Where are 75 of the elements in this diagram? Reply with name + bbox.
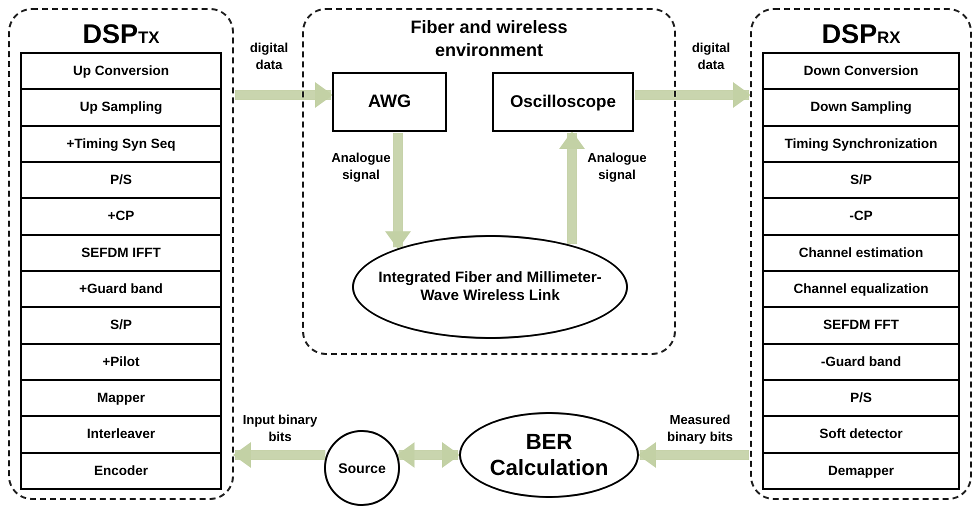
node-label: Down Conversion [804,63,918,80]
edge-label: Measured binary bits [666,412,734,446]
block-arrow [396,442,460,468]
node-label: -CP [849,208,873,225]
node-label: Up Conversion [72,63,169,80]
process-box [20,161,222,200]
process-box [762,415,960,454]
node-label: +Pilot [102,354,140,370]
process-box [20,379,222,418]
process-box [20,270,222,308]
node-label: P/S [850,390,872,406]
process-box [762,52,960,90]
edge-label: Input binary bits [242,412,318,446]
process-box [762,88,960,127]
block-arrow [233,442,326,468]
process-box [762,197,960,236]
dashed-group-box [302,8,676,355]
process-box [762,342,960,381]
process-box [20,124,222,163]
process-box [762,306,960,345]
edge-label: Analogue signal [586,150,648,184]
node-label: Soft detector [819,426,903,443]
node-label: Mapper [96,390,145,406]
process-box [20,52,222,90]
node-label: Down Sampling [810,99,912,116]
node-label: SEFDM IFFT [81,244,161,261]
process-box [762,452,960,490]
node-label: SEFDM FFT [823,317,899,334]
process-box [20,306,222,345]
block-arrow [559,131,585,244]
node-label: Interleaver [86,426,156,443]
edge-label: digital data [690,40,732,74]
process-box [492,72,634,132]
process-box [762,161,960,200]
process-box [20,88,222,127]
process-box [762,124,960,163]
node-label: Channel estimation [798,244,924,261]
process-box [20,234,222,272]
node-label: P/S [110,172,132,188]
block-arrow [635,82,751,108]
group-title: Fiber and wireless environment [409,16,569,61]
ellipse-node [459,412,639,498]
process-box [762,270,960,308]
node-label: AWG [368,91,411,113]
node-label: +Guard band [79,281,163,298]
edge-label: digital data [248,40,290,74]
process-box [762,234,960,272]
edge-label: Analogue signal [330,150,392,184]
process-box [20,452,222,490]
node-label: S/P [850,172,872,188]
node-label: -Guard band [820,354,902,370]
node-label: Up Sampling [80,99,162,116]
process-box [332,72,447,132]
node-label: BER Calculation [488,428,610,482]
process-box [20,415,222,454]
process-box [20,197,222,236]
node-label: Demapper [828,462,894,479]
process-box [762,379,960,418]
ellipse-node [352,235,628,339]
node-label: +Timing Syn Seq [66,136,176,152]
block-arrow [385,133,411,250]
node-label: Source [338,460,386,476]
node-label: Integrated Fiber and Millimeter-Wave Wireless Link [377,269,603,305]
dashed-group-box [750,8,972,500]
block-arrow [235,82,333,108]
node-label: Encoder [94,462,148,479]
node-label: Channel equalization [793,281,928,298]
dashed-group-box [8,8,234,500]
process-box [20,342,222,381]
node-label: Timing Synchronization [784,136,938,152]
node-label: S/P [110,317,132,334]
node-label: +CP [108,208,134,225]
block-arrow [638,442,749,468]
circle-node [324,430,400,506]
node-label: Oscilloscope [510,92,616,112]
